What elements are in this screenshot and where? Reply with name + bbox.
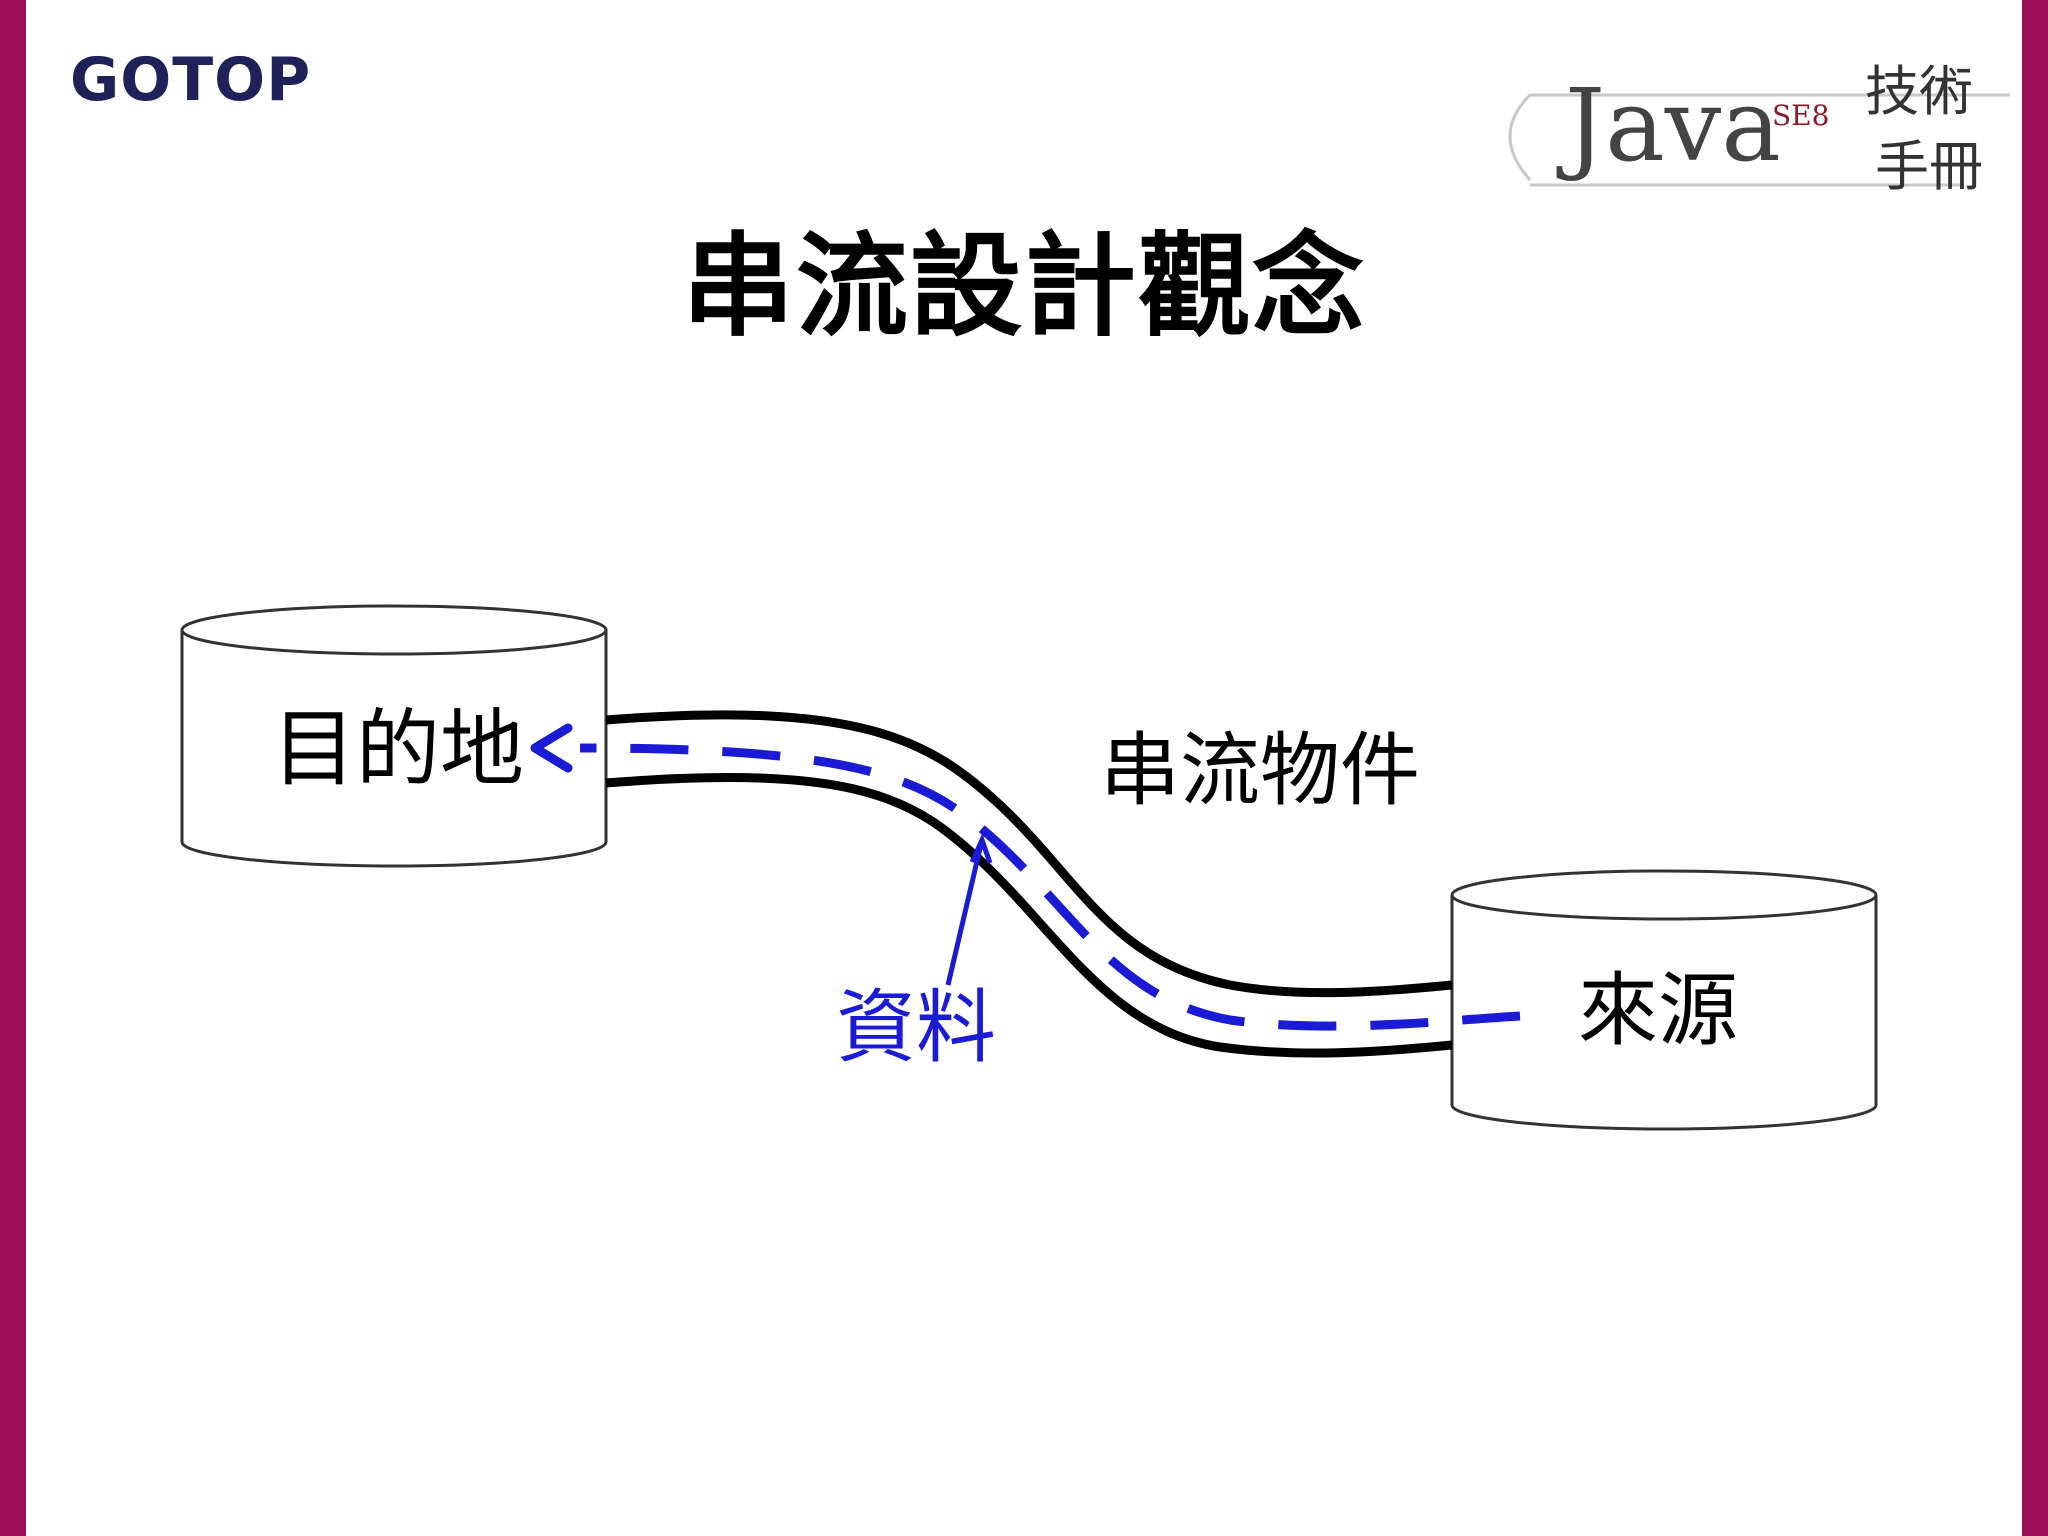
data-flow-dashed-line bbox=[579, 743, 1521, 1031]
publisher-logo: GOTOP bbox=[70, 45, 312, 115]
destination-cylinder-top bbox=[180, 604, 608, 656]
book-logo-subtitle-line1: 技術 bbox=[1865, 60, 1973, 123]
source-label: 來源 bbox=[1578, 964, 1738, 1057]
left-frame-bar bbox=[0, 0, 26, 1536]
data-flow-arrow-head bbox=[530, 723, 573, 773]
source-cylinder-body bbox=[1450, 895, 1878, 1131]
data-label: 資料 bbox=[836, 981, 996, 1074]
source-cylinder bbox=[1450, 869, 1878, 1131]
book-logo: Java SE8 技術 手冊 bbox=[1508, 60, 2010, 198]
destination-label: 目的地 bbox=[272, 700, 524, 798]
stream-pipe-lower-line bbox=[605, 773, 1453, 1058]
destination-cylinder bbox=[180, 604, 608, 868]
slide-title: 串流設計觀念 bbox=[682, 221, 1366, 352]
right-frame-bar bbox=[2022, 0, 2048, 1536]
book-logo-edition: SE8 bbox=[1772, 99, 1829, 132]
book-logo-word: Java bbox=[1556, 67, 1781, 184]
stream-object-label: 串流物件 bbox=[1100, 724, 1420, 817]
source-cylinder-top bbox=[1450, 869, 1878, 921]
book-logo-swoosh bbox=[1508, 93, 2010, 181]
data-label-pointer-arrow bbox=[969, 833, 993, 864]
stream-pipe-upper-line bbox=[605, 710, 1453, 998]
destination-cylinder-body bbox=[180, 630, 608, 868]
book-logo-subtitle-line2: 手冊 bbox=[1875, 135, 1983, 198]
data-label-pointer-line bbox=[945, 839, 985, 986]
